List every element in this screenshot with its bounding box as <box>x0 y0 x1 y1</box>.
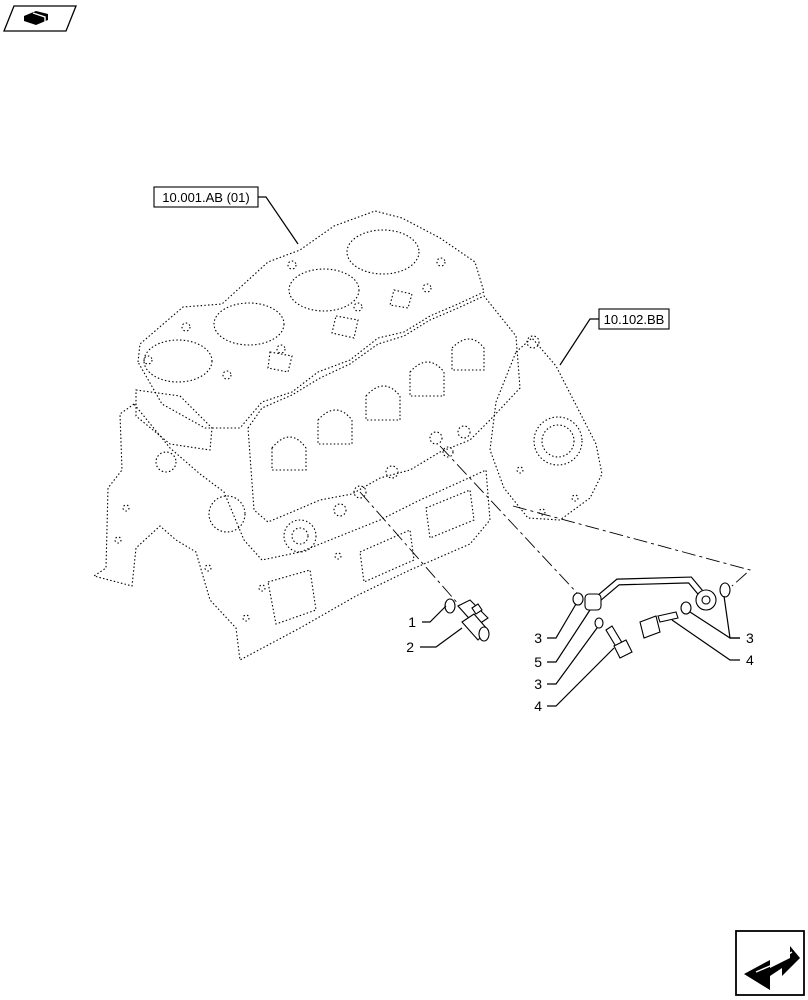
next-page-arrow-icon[interactable] <box>735 930 805 996</box>
washer-part-3c-outer <box>719 582 731 598</box>
washer-part-3b <box>594 617 604 629</box>
bolt-part-4b <box>639 611 679 639</box>
reference-cover-link[interactable]: 10.102.BB <box>598 308 670 330</box>
callout-4b: 4 <box>746 652 754 668</box>
ref-cover-label: 10.102.BB <box>604 312 665 327</box>
engine-block-outline <box>92 210 603 661</box>
callout-2: 2 <box>406 639 414 655</box>
ref-block-label: 10.001.AB (01) <box>162 190 249 205</box>
assembly-line-pipe-left <box>439 445 579 595</box>
callout-4a: 4 <box>534 698 542 714</box>
washer-part-3c-inner <box>680 601 692 615</box>
washer-part-3a <box>572 592 584 606</box>
reference-block-link[interactable]: 10.001.AB (01) <box>153 186 259 208</box>
callout-3a: 3 <box>534 630 542 646</box>
assembly-line-sensor <box>359 491 461 607</box>
callout-5: 5 <box>534 654 542 670</box>
oil-pipe-part-5 <box>584 576 717 611</box>
sensor-part-2 <box>457 599 490 642</box>
callout-1: 1 <box>408 614 416 630</box>
ref-block-leader <box>258 196 299 245</box>
washer-part-1 <box>444 598 456 614</box>
ref-cover-leader <box>559 318 599 366</box>
callout-3b: 3 <box>534 676 542 692</box>
assembly-line-pipe-right <box>512 505 751 587</box>
bolt-part-4a <box>605 625 633 659</box>
callout-3c: 3 <box>746 630 754 646</box>
parts-tray-icon[interactable] <box>3 5 77 32</box>
